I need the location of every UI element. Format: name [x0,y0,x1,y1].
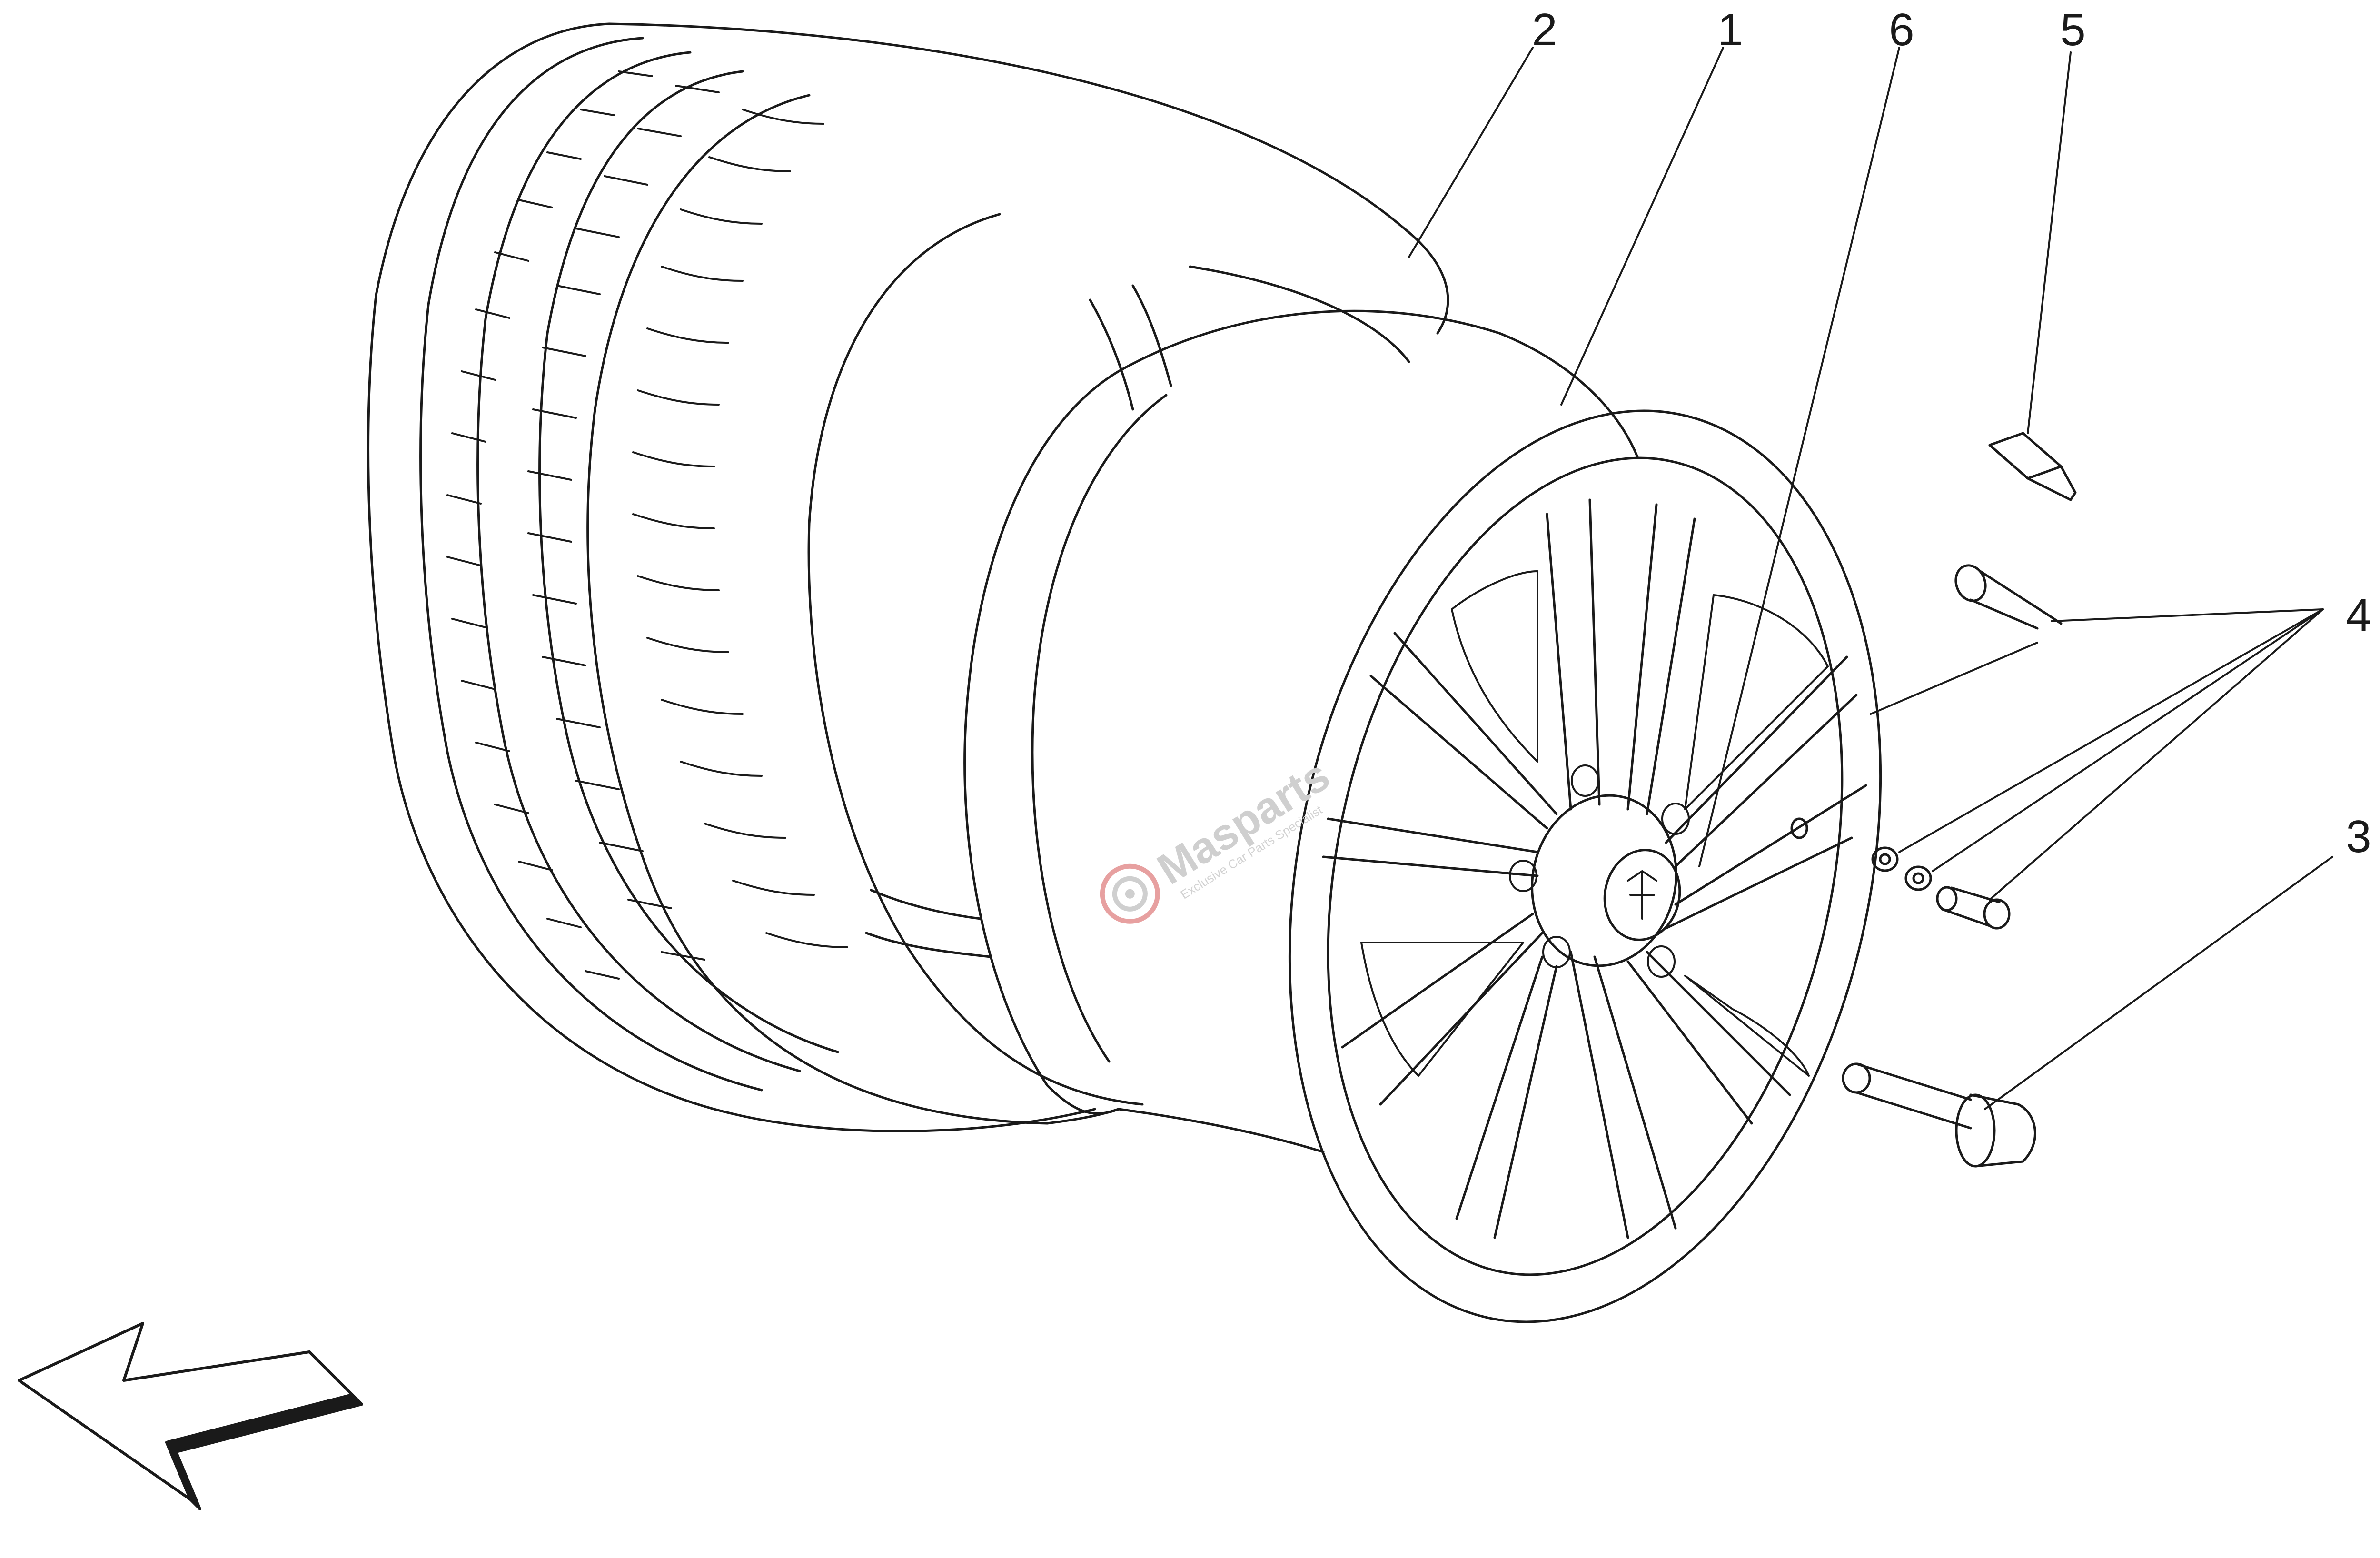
wheel-rim-lip-inner [1327,456,1844,1276]
watermark: Masparts Exclusive Car Parts Specialist [1100,751,1338,924]
wheel-logo-trident [1627,870,1657,920]
leader-5 [2027,51,2072,434]
tyre-tread-groove-3 [538,70,839,1053]
direction-arrow-shadow [165,1393,363,1510]
rim-back-spoke-lower [865,889,992,958]
tyre-tread-groove-1 [419,37,763,1092]
wheel-valve-hole [1790,817,1808,839]
watermark-logo-icon [1100,863,1160,924]
rim-barrel-back [963,370,1120,1115]
rim-barrel-inner [1031,394,1168,1063]
valve-cap [1936,886,2011,930]
callouts: 2 1 6 5 4 3 [1532,4,2371,862]
valve-nut [1871,846,1899,872]
tyre-tread-groove-2 [476,51,801,1072]
wheel-rim-lip-outer [1288,409,1882,1323]
wheel-bolt [1842,1062,2036,1168]
wheel-window-1 [1451,570,1538,763]
leader-2 [1408,47,1534,258]
balance-weight [1988,432,2077,501]
wheel-lug-holes [1509,764,1690,978]
leader-4c [1932,608,2324,872]
valve-stem [1954,564,2063,630]
wheel-window-2 [1684,594,1829,810]
leader-3 [1984,856,2333,1110]
rim-back-spoke-upper [1089,284,1172,411]
wheel-spoke-upper [1546,498,1696,815]
tyre-sidewall-inner [807,213,1144,1106]
callout-4: 4 [2346,590,2371,641]
tyre-bead [1189,265,1410,363]
wheel-spoke-left [1322,632,1558,877]
callout-3: 3 [2346,811,2371,862]
leader-1 [1560,47,1724,406]
wheel-spoke-lower-left [1341,913,1558,1239]
leader-4b [1898,608,2324,853]
callout-2: 2 [1532,4,1557,55]
wheel-spoke-lower-right [1569,951,1791,1239]
leader-4d [1989,608,2324,901]
leader-4e [1870,642,2038,715]
tyre-tread-blocks [446,70,848,980]
rim-barrel [865,284,1639,1153]
callout-6: 6 [1889,4,1914,55]
wheel-window-4 [1360,942,1524,1077]
leader-6 [1698,47,1900,867]
valve-washer [1904,865,1932,891]
tyre [367,22,1449,1132]
callout-5: 5 [2060,4,2085,55]
tyre-outer-profile [367,22,1096,1132]
callout-1: 1 [1717,4,1743,55]
direction-arrow-shadow-top [308,1350,363,1406]
wheel-face [1288,409,1882,1323]
tyre-sidewall-rim [586,94,1049,1125]
leader-lines [1408,47,2333,1110]
leader-4a [2051,608,2324,622]
rim-barrel-top [1117,309,1639,458]
tyre-sidewall-outer [608,22,1449,335]
direction-arrow [18,1322,363,1510]
wheel-spoke-right [1665,655,1867,930]
rim-barrel-bottom [1117,1108,1325,1153]
wheel-window-3 [1684,975,1810,1077]
